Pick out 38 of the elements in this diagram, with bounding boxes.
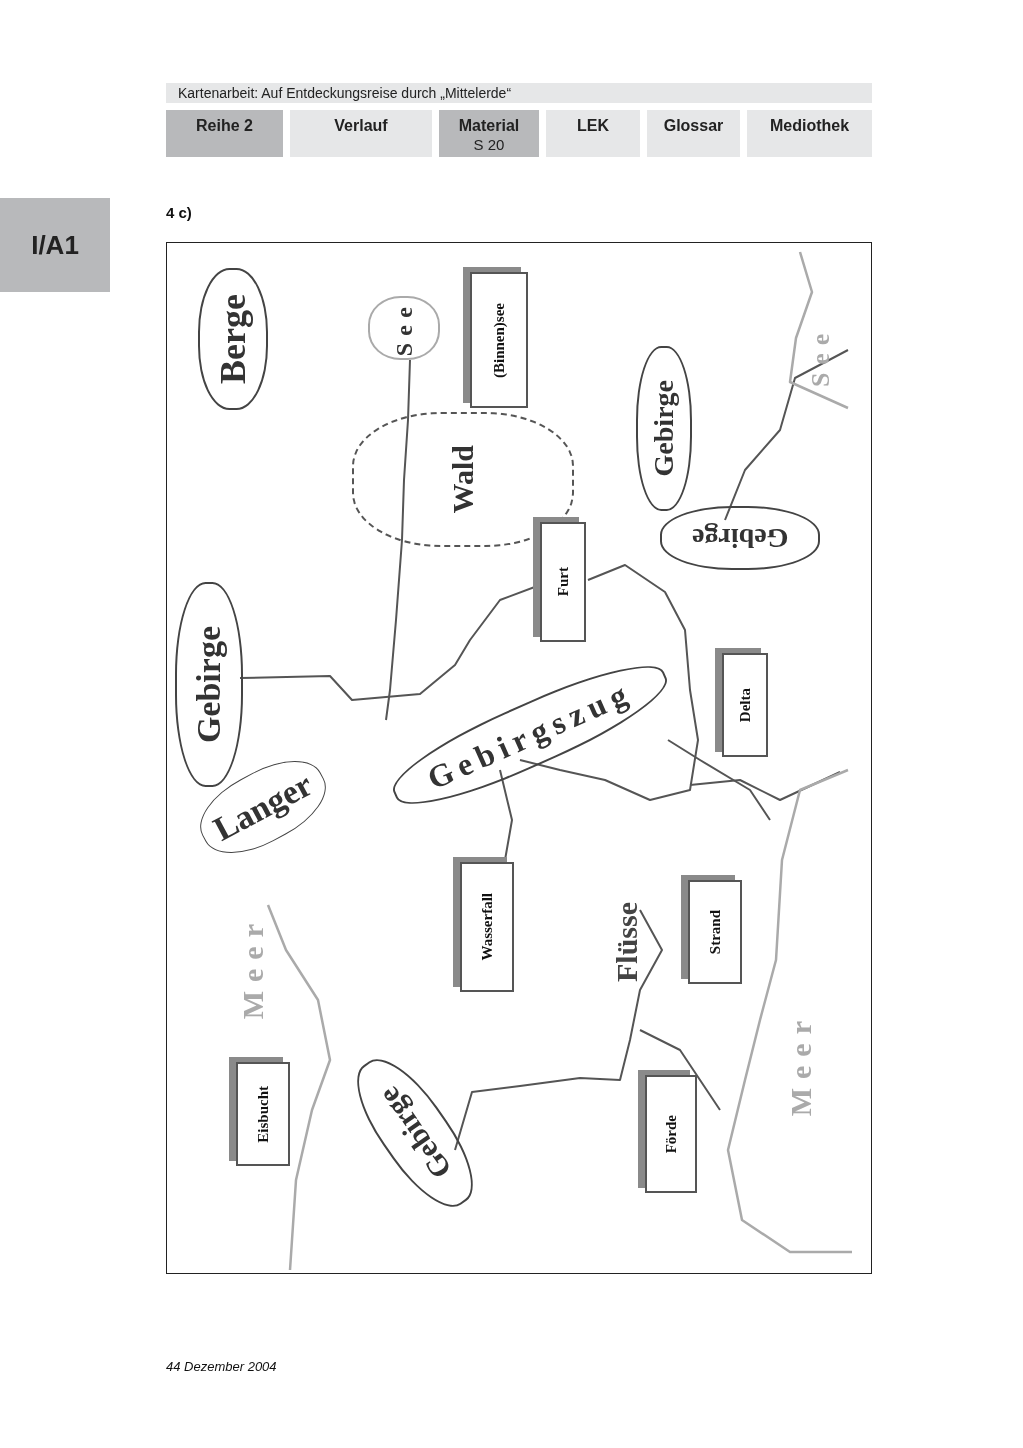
nav-tab	[747, 110, 872, 157]
place-name: Gebirge	[650, 380, 678, 477]
map-label: Meer	[238, 915, 268, 1020]
side-tab: I/A1	[0, 198, 110, 292]
place-name: Wasserfall	[477, 893, 496, 961]
nav-tab	[647, 110, 740, 157]
nav-tab	[166, 110, 283, 157]
place-name: See	[392, 299, 416, 357]
place-name: Eisbucht	[253, 1085, 272, 1143]
page-footer: 44 Dezember 2004	[166, 1360, 277, 1373]
tab-label: Glossar	[663, 116, 724, 136]
lake-outline	[368, 296, 440, 360]
map-label: Flüsse	[612, 902, 642, 982]
nav-tab	[290, 110, 432, 157]
nav-tab	[439, 110, 539, 157]
mountain-outline	[198, 268, 268, 410]
place-name: Furt	[553, 567, 572, 597]
map-label: See	[808, 326, 834, 387]
tab-label: Verlauf	[334, 116, 388, 136]
tab-label: Reihe 2	[196, 116, 253, 136]
place-name: Delta	[735, 687, 754, 723]
exercise-number: 4 c)	[166, 205, 192, 220]
place-name: Berge	[215, 294, 251, 384]
tab-label: Mediothek	[769, 116, 850, 136]
map-label: Meer	[786, 1012, 816, 1117]
tab-label: LEK	[577, 116, 609, 136]
mountain-outline	[636, 346, 692, 511]
place-name: Gebirge	[691, 524, 789, 552]
place-name: Strand	[705, 909, 724, 955]
tab-label: Material	[458, 116, 520, 136]
place-name: Förde	[661, 1114, 680, 1154]
place-name: (Binnen)see	[489, 302, 508, 378]
place-name: Wald	[448, 445, 478, 514]
page-number: S 20	[473, 136, 505, 154]
header-bar: Kartenarbeit: Auf Entdeckungsreise durch „Mittelerde“	[166, 83, 872, 103]
mountain-outline	[660, 506, 820, 570]
nav-tab	[546, 110, 640, 157]
place-name: Gebirge	[192, 625, 226, 744]
